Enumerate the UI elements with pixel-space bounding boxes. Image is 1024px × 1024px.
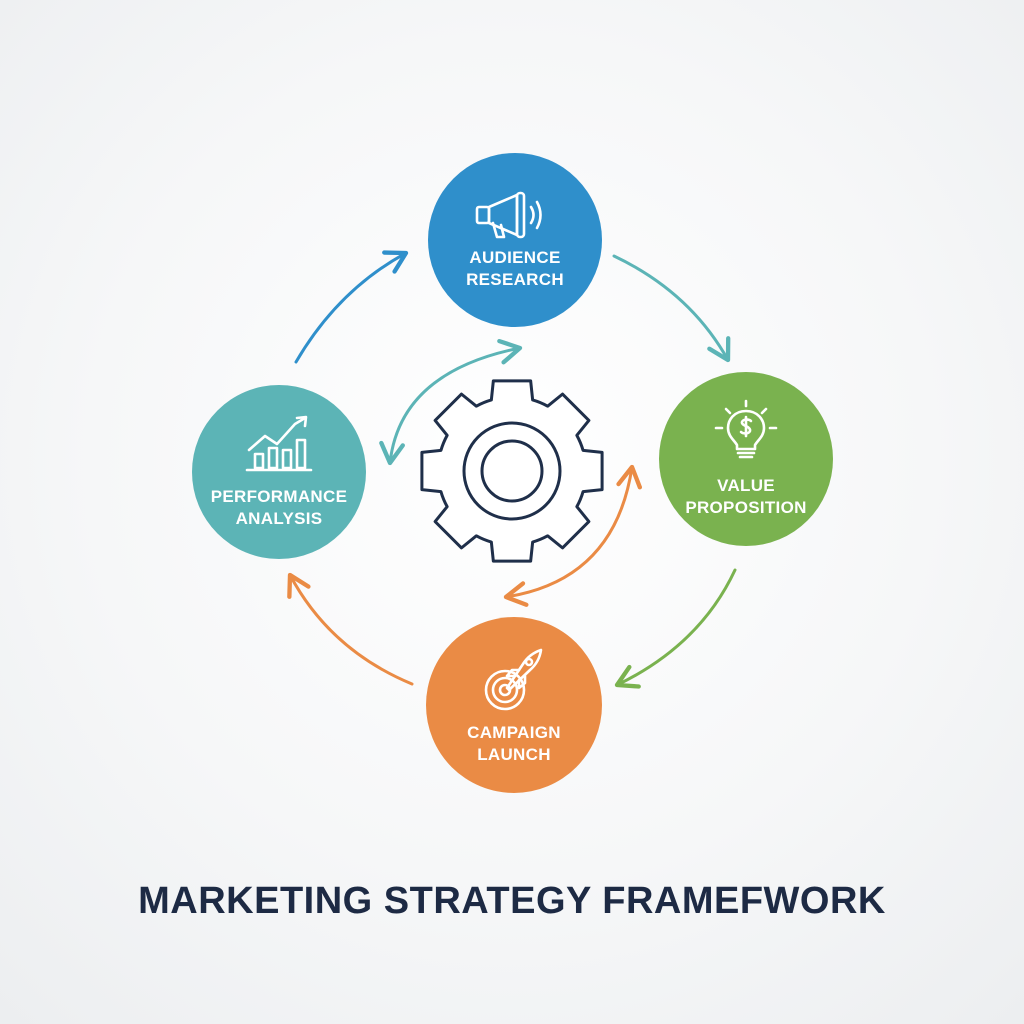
gear-icon [420, 379, 604, 563]
diagram-title: MARKETING STRATEGY FRAMEFWORK [138, 880, 886, 922]
arrow-performance-to-audience [294, 250, 409, 364]
megaphone-icon [475, 191, 542, 239]
arrow-value-to-campaign [614, 568, 737, 689]
node-label: PERFORMANCE ANALYSIS [210, 487, 348, 528]
lightbulb-dollar-icon [714, 399, 778, 459]
arrow-audience-to-value [612, 254, 731, 363]
node-audience-research[interactable]: AUDIENCE RESEARCH [428, 153, 602, 327]
rocket-target-icon [484, 648, 543, 711]
arrow-campaign-to-performance [287, 572, 414, 686]
inner-arrow-teal [379, 338, 523, 466]
node-label: VALUE PROPOSITION [685, 476, 807, 517]
node-campaign-launch[interactable]: CAMPAIGN LAUNCH [426, 617, 602, 793]
node-label: AUDIENCE RESEARCH [466, 248, 564, 289]
bar-chart-trend-icon [245, 415, 313, 472]
node-performance-analysis[interactable]: PERFORMANCE ANALYSIS [192, 385, 366, 559]
node-label: CAMPAIGN LAUNCH [467, 723, 561, 764]
inner-arrow-orange [503, 464, 643, 607]
node-value-proposition[interactable]: VALUE PROPOSITION [659, 372, 833, 546]
